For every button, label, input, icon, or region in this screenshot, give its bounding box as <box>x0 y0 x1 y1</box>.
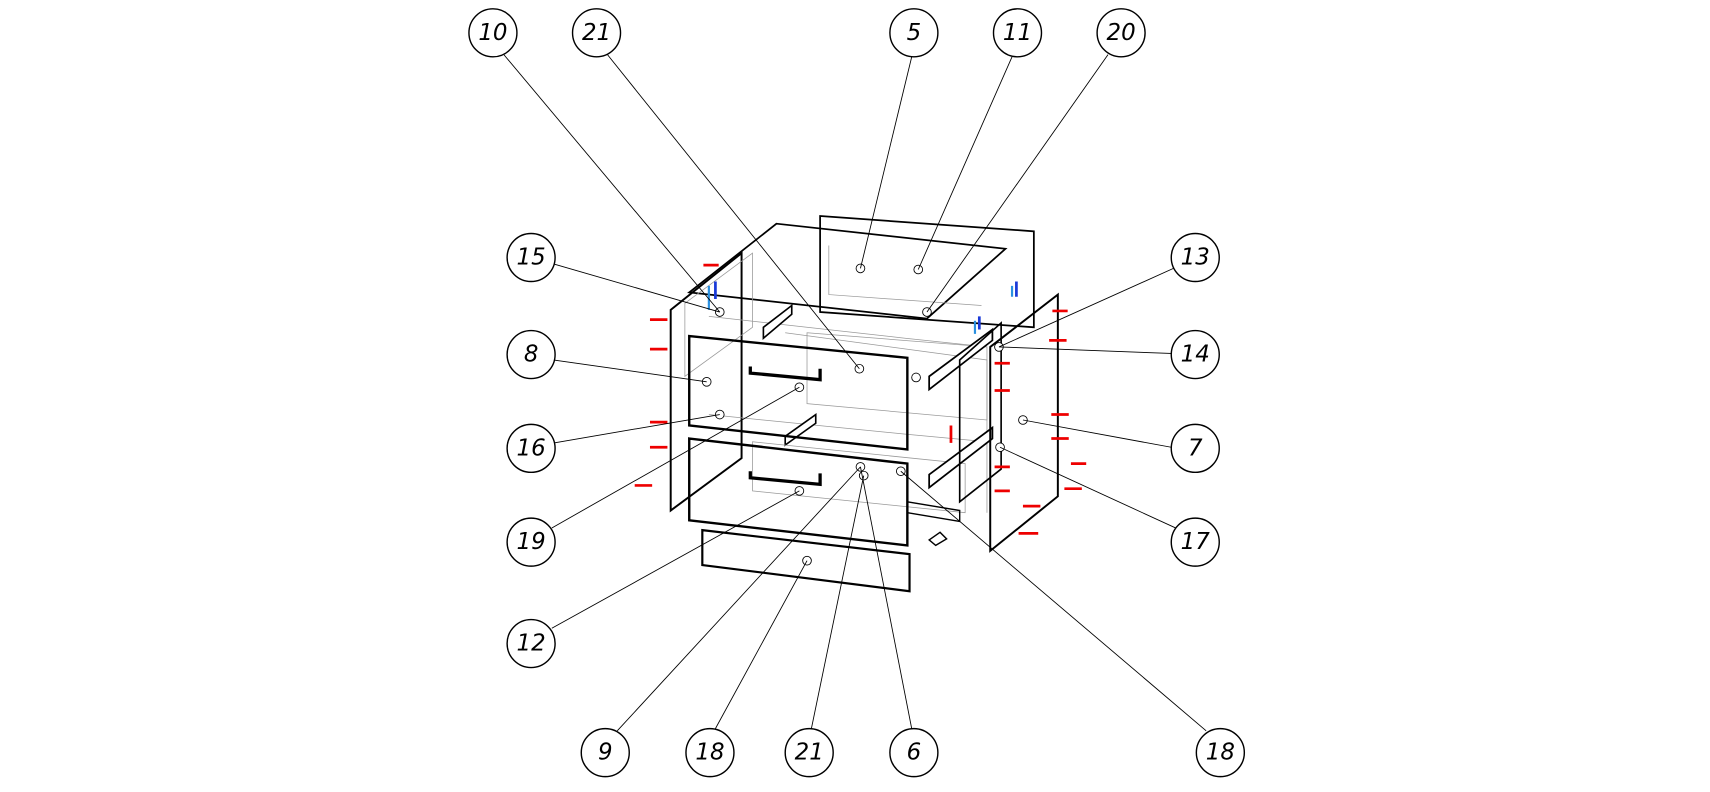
top-frame <box>687 222 1008 320</box>
svg-text:13: 13 <box>1181 244 1210 270</box>
callout-17: 17 <box>1170 517 1220 567</box>
svg-text:17: 17 <box>1181 529 1211 555</box>
lower-drawer-front <box>688 437 909 547</box>
callout-14: 14 <box>1170 329 1220 380</box>
callout-21-top: 21 <box>571 8 622 58</box>
callout-19: 19 <box>506 517 556 567</box>
cabinet-assembly <box>634 215 1087 593</box>
svg-text:20: 20 <box>1107 20 1136 46</box>
drawer-rail-left-upper <box>762 303 793 340</box>
hinge-fittings <box>707 281 1018 334</box>
leader-lines <box>503 54 1207 732</box>
callout-12: 12 <box>506 618 556 669</box>
svg-text:5: 5 <box>907 20 922 46</box>
callout-11: 11 <box>992 8 1043 58</box>
callout-16: 16 <box>506 423 556 474</box>
callout-10: 10 <box>468 8 518 58</box>
drawer-rail-right-lower <box>928 425 994 490</box>
lower-drawer-handle <box>748 471 822 487</box>
confirmat-screws <box>634 263 1087 535</box>
callout-18-bottom-right: 18 <box>1195 727 1246 778</box>
callout-21-bottom: 21 <box>784 727 834 778</box>
callout-7: 7 <box>1170 423 1220 474</box>
drawer-rail-left-lower <box>784 412 817 447</box>
right-side-panel <box>989 292 1059 553</box>
callout-13: 13 <box>1170 232 1220 283</box>
callout-8: 8 <box>506 329 556 380</box>
svg-text:19: 19 <box>517 529 546 555</box>
foot-part <box>927 531 948 547</box>
svg-text:16: 16 <box>517 435 546 461</box>
right-inner-post <box>958 321 1002 504</box>
plinth-panel <box>701 528 911 593</box>
svg-text:6: 6 <box>907 740 922 766</box>
svg-text:21: 21 <box>582 20 611 46</box>
callout-15: 15 <box>506 232 556 283</box>
svg-text:11: 11 <box>1003 20 1032 46</box>
left-side-panel <box>669 251 743 513</box>
svg-text:12: 12 <box>517 631 546 657</box>
callout-20: 20 <box>1096 8 1146 58</box>
svg-text:18: 18 <box>695 740 724 766</box>
svg-text:9: 9 <box>598 740 613 766</box>
callout-18-bottom-left: 18 <box>685 727 735 778</box>
upper-drawer-front <box>688 334 909 451</box>
svg-text:7: 7 <box>1188 435 1203 461</box>
callout-9: 9 <box>580 727 630 778</box>
lower-drawer-box <box>752 441 966 514</box>
upper-drawer-handle <box>748 366 822 382</box>
back-panel <box>819 215 1035 329</box>
svg-text:8: 8 <box>524 342 539 368</box>
svg-text:15: 15 <box>517 244 546 270</box>
svg-text:18: 18 <box>1206 740 1235 766</box>
callout-5: 5 <box>889 8 939 58</box>
svg-text:14: 14 <box>1181 342 1210 368</box>
svg-text:21: 21 <box>795 740 824 766</box>
callout-balloons: 10 21 5 11 20 15 8 16 19 12 13 14 7 17 9… <box>468 8 1246 778</box>
svg-text:10: 10 <box>478 20 507 46</box>
callout-6: 6 <box>889 727 939 778</box>
